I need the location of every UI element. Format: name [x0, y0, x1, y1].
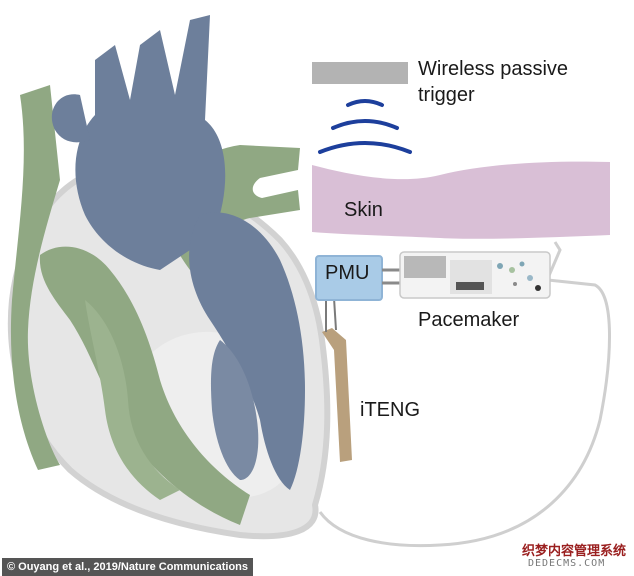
wireless-trigger-label-line1: Wireless passive: [418, 58, 569, 80]
wireless-trigger-bar: [312, 62, 408, 84]
pmu-label: PMU: [325, 262, 370, 284]
image-credit: © Ouyang et al., 2019/Nature Communicati…: [2, 558, 254, 576]
watermark-line1: 织梦内容管理系统: [522, 544, 627, 559]
green-tissue-lower: [85, 300, 180, 500]
pacemaker-lead-outer: [318, 278, 611, 548]
wireless-trigger-label-line2: trigger: [418, 84, 475, 106]
skin-layer: [312, 161, 610, 239]
wireless-wave-icon: [318, 99, 412, 154]
iteng-strip: [322, 328, 352, 462]
blue-ventricle: [189, 212, 305, 490]
pacemaker-lead-top: [546, 241, 562, 279]
blue-left-branch: [51, 94, 90, 143]
iteng-label: iTENG: [360, 399, 420, 421]
pmu-box: [315, 255, 383, 301]
green-vessel-left: [10, 85, 60, 470]
blue-aorta: [75, 15, 226, 270]
blue-lower-chamber: [210, 340, 259, 480]
watermark-line2: DEDECMS.COM: [528, 558, 606, 569]
pacemaker-device: [399, 251, 551, 299]
skin-label: Skin: [344, 199, 383, 221]
wireless-trigger-label: Wireless passive trigger: [418, 56, 618, 108]
pacemaker-label: Pacemaker: [418, 309, 520, 331]
iteng-wire-2: [333, 297, 337, 331]
